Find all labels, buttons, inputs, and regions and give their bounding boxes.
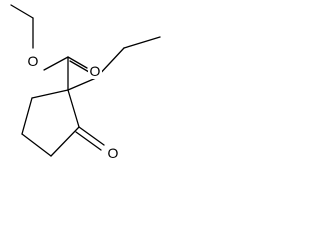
bond-propyl-1: [67, 77, 97, 91]
molecule-structure: O O O: [10, 4, 161, 161]
bond-ring-4: [50, 126, 80, 157]
bond-ethyl-ch3-ch2: [10, 4, 34, 19]
bond-carbonyl-double-a: [67, 56, 88, 69]
atom-label-ketone-oxygen: O: [108, 145, 119, 161]
bond-ketone-double-b: [75, 131, 102, 151]
bond-propyl-3: [123, 36, 161, 49]
bond-ring-1: [31, 89, 69, 99]
bond-carbonyl-double-b: [69, 60, 90, 73]
bond-o-carbonyl-carbon: [43, 56, 69, 71]
atom-label-ester-oxygen: O: [28, 53, 39, 69]
bond-ring-5: [67, 89, 80, 128]
bond-ring-2: [21, 97, 33, 135]
bond-ketone-double-a: [78, 126, 105, 146]
atom-label-carbonyl-oxygen: O: [90, 63, 101, 79]
bond-ring-3: [21, 133, 52, 157]
